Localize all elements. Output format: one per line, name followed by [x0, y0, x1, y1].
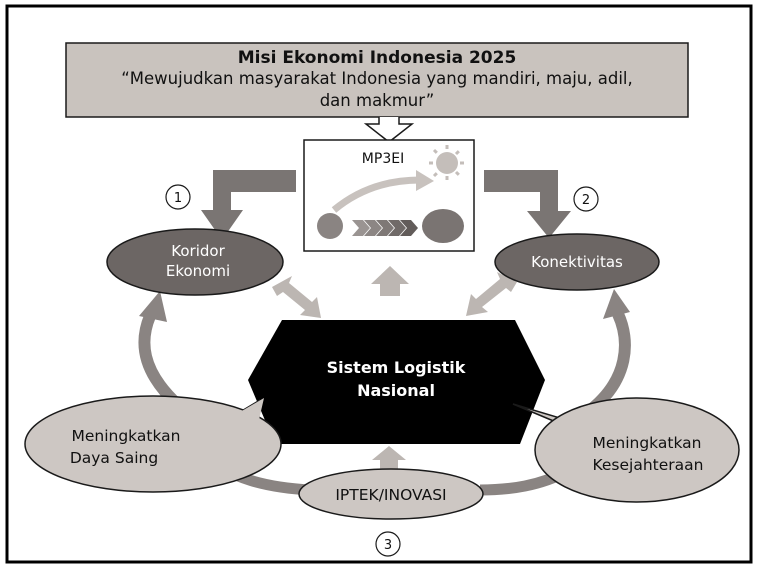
sistem-logistik-hexagon: [248, 320, 545, 444]
daya-saing-label-line2: Daya Saing: [70, 449, 158, 467]
core-label-line1: Sistem Logistik: [327, 358, 466, 377]
mission-quote-line1: “Mewujudkan masyarakat Indonesia yang ma…: [121, 69, 632, 88]
double-arrow-konektivitas: [466, 272, 517, 316]
konektivitas-label: Konektivitas: [531, 253, 623, 271]
mp3ei-small-circle: [317, 213, 343, 239]
iptek-to-core-arrow: [372, 446, 406, 470]
curve-arrowhead-right: [603, 289, 630, 319]
koridor-label-line2: Ekonomi: [166, 262, 230, 280]
sun-icon: [429, 145, 465, 181]
marker-2-label: 2: [582, 193, 590, 208]
mission-title: Misi Ekonomi Indonesia 2025: [238, 48, 517, 68]
marker-3-label: 3: [384, 538, 392, 553]
daya-saing-label-line1: Meningkatkan: [71, 427, 180, 445]
marker-3-circle: [375, 531, 401, 557]
mission-banner: [65, 42, 689, 118]
marker-1-circle: [165, 184, 191, 210]
marker-1-label: 1: [174, 191, 182, 206]
mp3ei-curved-arrow: [331, 176, 421, 213]
curve-arrowhead-left: [139, 291, 167, 322]
iptek-label: IPTEK/INOVASI: [335, 486, 446, 504]
marker-2-circle: [573, 186, 599, 212]
mission-quote-line2: dan makmur”: [320, 91, 435, 110]
kesejahteraan-oval: [534, 397, 740, 503]
mp3ei-curved-arrowhead: [416, 170, 434, 191]
daya-saing-oval: [24, 395, 282, 493]
core-to-mp3ei-arrow: [371, 266, 409, 296]
kesejahteraan-label-line2: Kesejahteraan: [593, 456, 704, 474]
daya-saing-pointer-tip: [240, 398, 264, 424]
iptek-inovasi-oval: [298, 468, 484, 520]
double-arrow-koridor: [272, 276, 321, 318]
mp3ei-chevrons: [352, 220, 418, 236]
mp3ei-label: MP3EI: [362, 151, 404, 167]
koridor-ekonomi-oval: [106, 228, 284, 296]
core-label-line2: Nasional: [357, 381, 435, 400]
konektivitas-oval: [494, 233, 660, 291]
koridor-label-line1: Koridor: [171, 242, 225, 260]
curve-arrow-left: [138, 313, 183, 410]
elbow-arrow-to-koridor: [201, 170, 296, 240]
mp3ei-large-ellipse: [422, 209, 464, 243]
kesejahteraan-label-line1: Meningkatkan: [592, 434, 701, 452]
elbow-arrow-to-konektivitas: [484, 170, 571, 238]
